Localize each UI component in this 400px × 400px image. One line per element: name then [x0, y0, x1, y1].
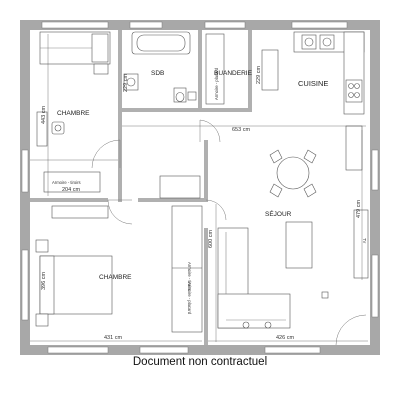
- armoire-buanderie: [205, 33, 225, 105]
- dresser-bottom: [51, 205, 109, 219]
- room-label-sdb: SDB: [151, 70, 164, 77]
- room-label-buanderie: BUANDERIE: [214, 70, 253, 77]
- dim-sdb-height: 229 cm: [123, 74, 129, 92]
- sink-sdb: [123, 73, 139, 91]
- dim-chambre-top-width: 204 cm: [62, 187, 80, 193]
- sofa: [217, 227, 291, 329]
- room-label-chambre-bottom: CHAMBRE: [99, 274, 132, 281]
- dimension-lines: [30, 34, 368, 342]
- windows: [21, 21, 379, 354]
- armchair-corner: [159, 175, 329, 299]
- coffee-table: [285, 221, 313, 269]
- armoire-top: [43, 171, 101, 193]
- armoire-buanderie-label: Armoire - placard: [214, 67, 219, 100]
- document-footer-note: Document non contractuel: [132, 356, 268, 368]
- dim-chambre-top-height: 443 cm: [41, 106, 47, 124]
- toilet: [173, 87, 197, 103]
- desk-top: [36, 111, 65, 147]
- dim-sejour-side: 479 cm: [356, 200, 362, 218]
- tv-label: TV: [362, 238, 367, 244]
- dim-chambre-bottom-width: 431 cm: [104, 335, 122, 341]
- dim-corridor-width: 653 cm: [232, 127, 250, 133]
- tv-stand: [353, 209, 369, 279]
- room-label-sejour: SÉJOUR: [265, 209, 292, 218]
- bed-bottom: [35, 239, 113, 327]
- armoire-bottom: [171, 205, 203, 333]
- dim-buanderie-height: 229 cm: [256, 66, 262, 84]
- bathtub: [131, 31, 191, 55]
- doors: [91, 119, 367, 346]
- room-label-chambre-top: CHAMBRE: [57, 110, 90, 117]
- armoire-top-label: Armoire - tiroirs: [52, 180, 81, 185]
- bed-top: [39, 31, 111, 75]
- kitchen-counters: [261, 31, 365, 171]
- armoire-bottom-label-1: Armoire - tiroirs: [187, 262, 192, 291]
- dim-sejour-width: 426 cm: [276, 335, 294, 341]
- armoire-bottom-label-2: Armoire - placard: [187, 282, 192, 315]
- interior-walls: [30, 30, 252, 345]
- dim-chambre-bottom-height: 396 cm: [41, 272, 47, 290]
- dim-sejour-height: 600 cm: [208, 230, 214, 248]
- dining-table: [269, 149, 317, 198]
- room-label-cuisine: CUISINE: [298, 79, 328, 88]
